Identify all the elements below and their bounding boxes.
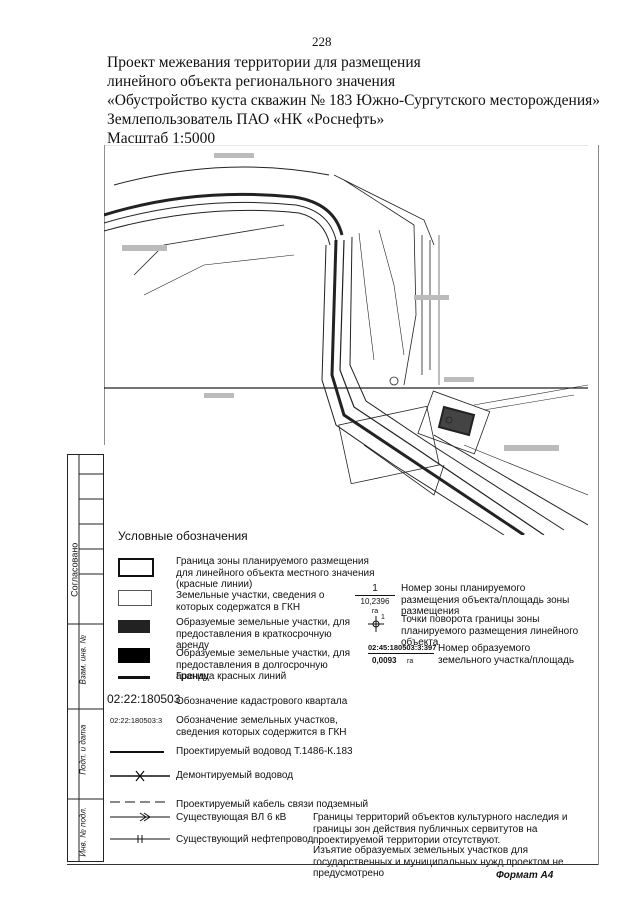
- legend-item-zone-number: Номер зоны планируемого размещения объек…: [401, 583, 570, 617]
- title-block: Проект межевания территории для размещен…: [107, 53, 600, 148]
- stamp-frame: [67, 454, 104, 862]
- title-line-4: Землепользователь ПАО «НК «Роснефть»: [107, 111, 385, 128]
- zone-fraction-numerator: 1: [372, 583, 378, 594]
- comm-cable-symbol: [110, 801, 170, 803]
- short-lease-symbol: [118, 620, 150, 633]
- power-line-symbol: [110, 812, 170, 822]
- bottom-frame-line: [67, 864, 599, 865]
- note-withdrawal: Изъятие образуемых земельных участков дл…: [313, 845, 564, 879]
- plot-fraction-denominator: 0,0093: [372, 656, 397, 665]
- turn-point-number: 1: [381, 614, 385, 621]
- cadastral-quarter-symbol: 02:22:180503: [107, 692, 181, 706]
- turn-point-symbol: [368, 616, 384, 632]
- stamp-inv-orig: Инв. № подл.: [78, 806, 88, 857]
- format-label: Формат А4: [496, 870, 554, 881]
- stamp-sign-date: Подп. и дата: [78, 724, 88, 775]
- legend-item-planned-zone: Граница зоны планируемого размещения для…: [176, 556, 375, 590]
- legend-title: Условные обозначения: [118, 529, 248, 543]
- oil-pipe-symbol: [110, 835, 170, 843]
- zone-fraction-denominator: 10,2396: [360, 597, 390, 606]
- legend-item-comm-cable: Проектируемый кабель связи подземный: [176, 799, 369, 810]
- legend-item-red-lines: Граница красных линий: [176, 671, 287, 682]
- long-lease-symbol: [118, 648, 150, 663]
- side-stamp: Согласовано Взам. инв. № Подп. и дата Ин…: [67, 454, 104, 862]
- legend-item-long-lease: Образуемые земельные участки, для предос…: [176, 648, 351, 682]
- legend-item-oil-pipe: Существующий нефтепровод: [176, 834, 314, 845]
- legend-item-turn-points: Точки поворота границы зоны планируемого…: [401, 614, 579, 648]
- plot-fraction-numerator: 02:45:180503:3:397: [368, 643, 437, 652]
- title-line-1: Проект межевания территории для размещен…: [107, 54, 421, 71]
- zone-fraction-bar: [355, 595, 395, 596]
- plot-fraction-unit: га: [407, 658, 414, 665]
- legend-item-cadastral-quarter: Обозначение кадастрового квартала: [176, 696, 348, 707]
- stamp-agreed: Согласовано: [69, 542, 80, 597]
- red-line-symbol: [118, 676, 150, 679]
- stamp-inv-replace: Взам. инв. №: [78, 635, 88, 685]
- dismantled-pipe-symbol: [110, 770, 170, 782]
- planned-zone-symbol: [118, 558, 154, 577]
- gkn-plots-symbol: [118, 590, 152, 606]
- plot-fraction-bar: [368, 653, 434, 654]
- right-frame-line: [598, 145, 599, 865]
- title-line-3: «Обустройство куста скважин № 183 Южно-С…: [107, 92, 601, 109]
- water-pipe-symbol: [110, 751, 164, 753]
- legend-item-short-lease: Образуемые земельные участки, для предос…: [176, 617, 351, 651]
- legend-item-water-pipe: Проектируемый водовод Т.1486-К.183: [176, 746, 353, 757]
- legend-item-dismantled-pipe: Демонтируемый водовод: [176, 770, 294, 781]
- legend-item-plot-number: Обозначение земельных участков, сведения…: [176, 715, 347, 738]
- legend-item-power-line: Существующая ВЛ 6 кВ: [176, 812, 287, 823]
- cadastral-map: [104, 145, 588, 535]
- note-heritage: Границы территорий объектов культурного …: [313, 812, 568, 846]
- plot-number-symbol: 02:22:180503:3: [110, 716, 163, 725]
- title-line-2: линейного объекта регионального значения: [107, 73, 396, 90]
- page-number: 228: [312, 34, 332, 49]
- legend-item-plot-area: Номер образуемого земельного участка/пло…: [438, 643, 575, 666]
- legend-item-gkn-plots: Земельные участки, сведения о которых со…: [176, 590, 325, 613]
- title-line-5: Масштаб 1:5000: [107, 130, 216, 147]
- zone-fraction-unit: га: [371, 608, 379, 615]
